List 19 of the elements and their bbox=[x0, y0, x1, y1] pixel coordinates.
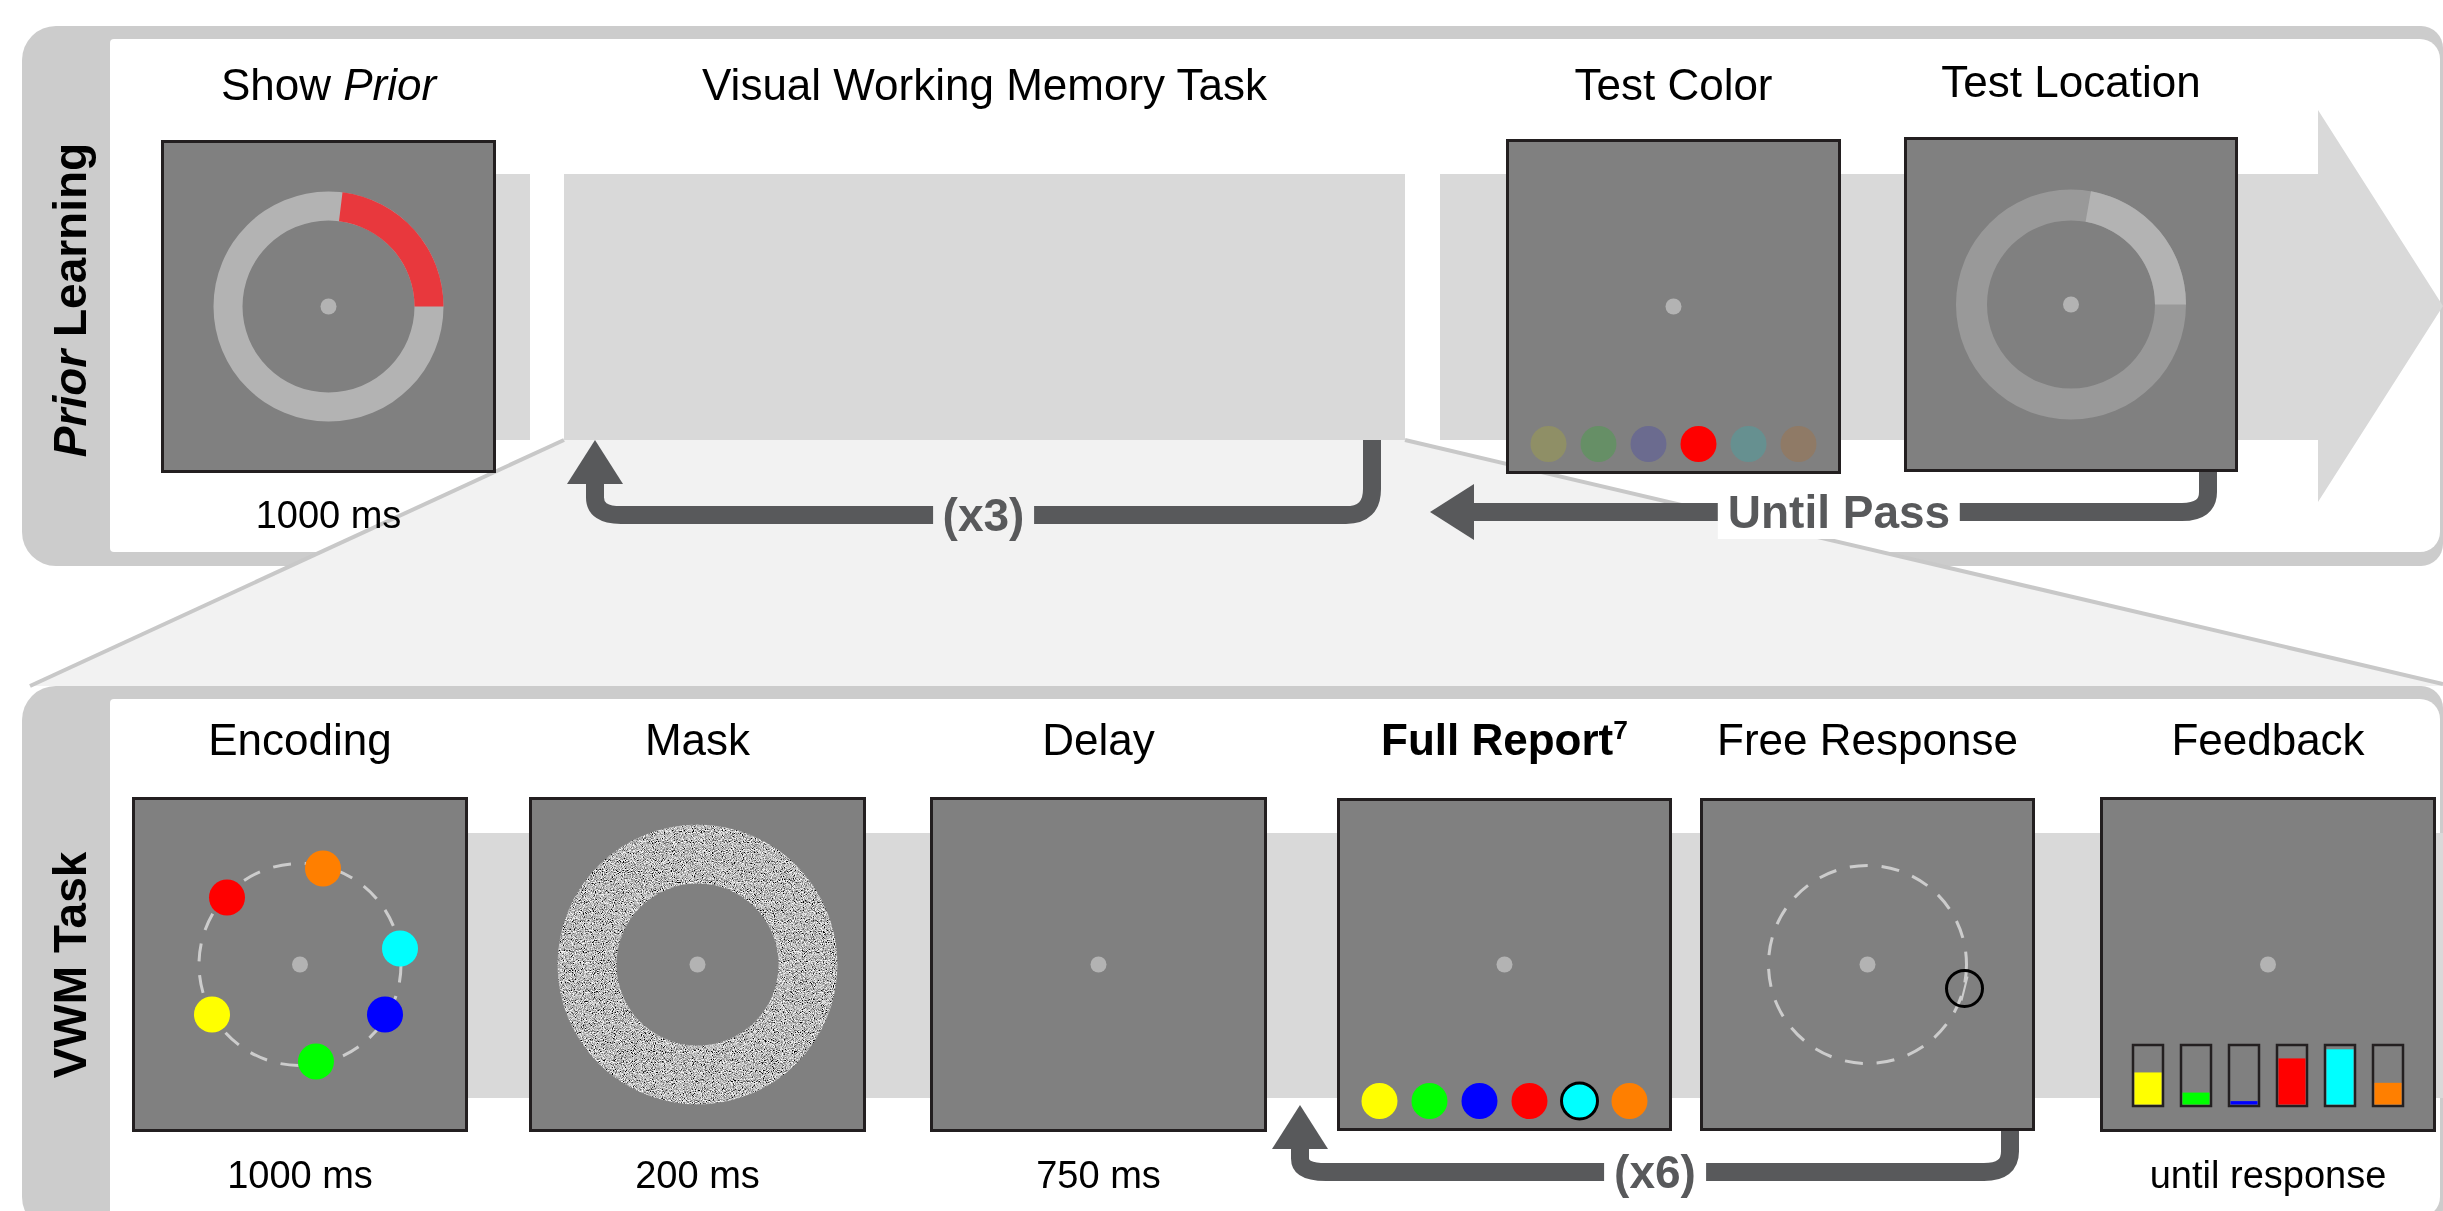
screen-title: Test Location bbox=[1941, 56, 2201, 108]
screen-title: Full Report$^{7}$ bbox=[1381, 714, 1628, 766]
screen-title: Visual Working Memory Task bbox=[702, 59, 1267, 111]
section-label: VWM Task bbox=[47, 851, 93, 1079]
screen-title: Encoding bbox=[208, 714, 392, 766]
screen-title: Free Response bbox=[1717, 714, 2018, 766]
screen-title: Delay bbox=[1042, 714, 1155, 766]
duration-label: 200 ms bbox=[635, 1153, 760, 1198]
duration-label: 1000 ms bbox=[255, 493, 402, 538]
section-panel bbox=[22, 686, 2443, 1211]
screen-title: Feedback bbox=[2171, 714, 2365, 766]
duration-label: 750 ms bbox=[1036, 1153, 1161, 1198]
duration-label: 1000 ms bbox=[227, 1153, 373, 1198]
duration-label: until response bbox=[2149, 1153, 2387, 1198]
loop-arrow bbox=[1272, 1105, 2019, 1181]
screen-title: Mask bbox=[644, 714, 751, 766]
screen-title: Test Color bbox=[1574, 59, 1773, 111]
screen-title: Show Prior bbox=[220, 59, 437, 111]
loop-arrow bbox=[567, 440, 1381, 524]
